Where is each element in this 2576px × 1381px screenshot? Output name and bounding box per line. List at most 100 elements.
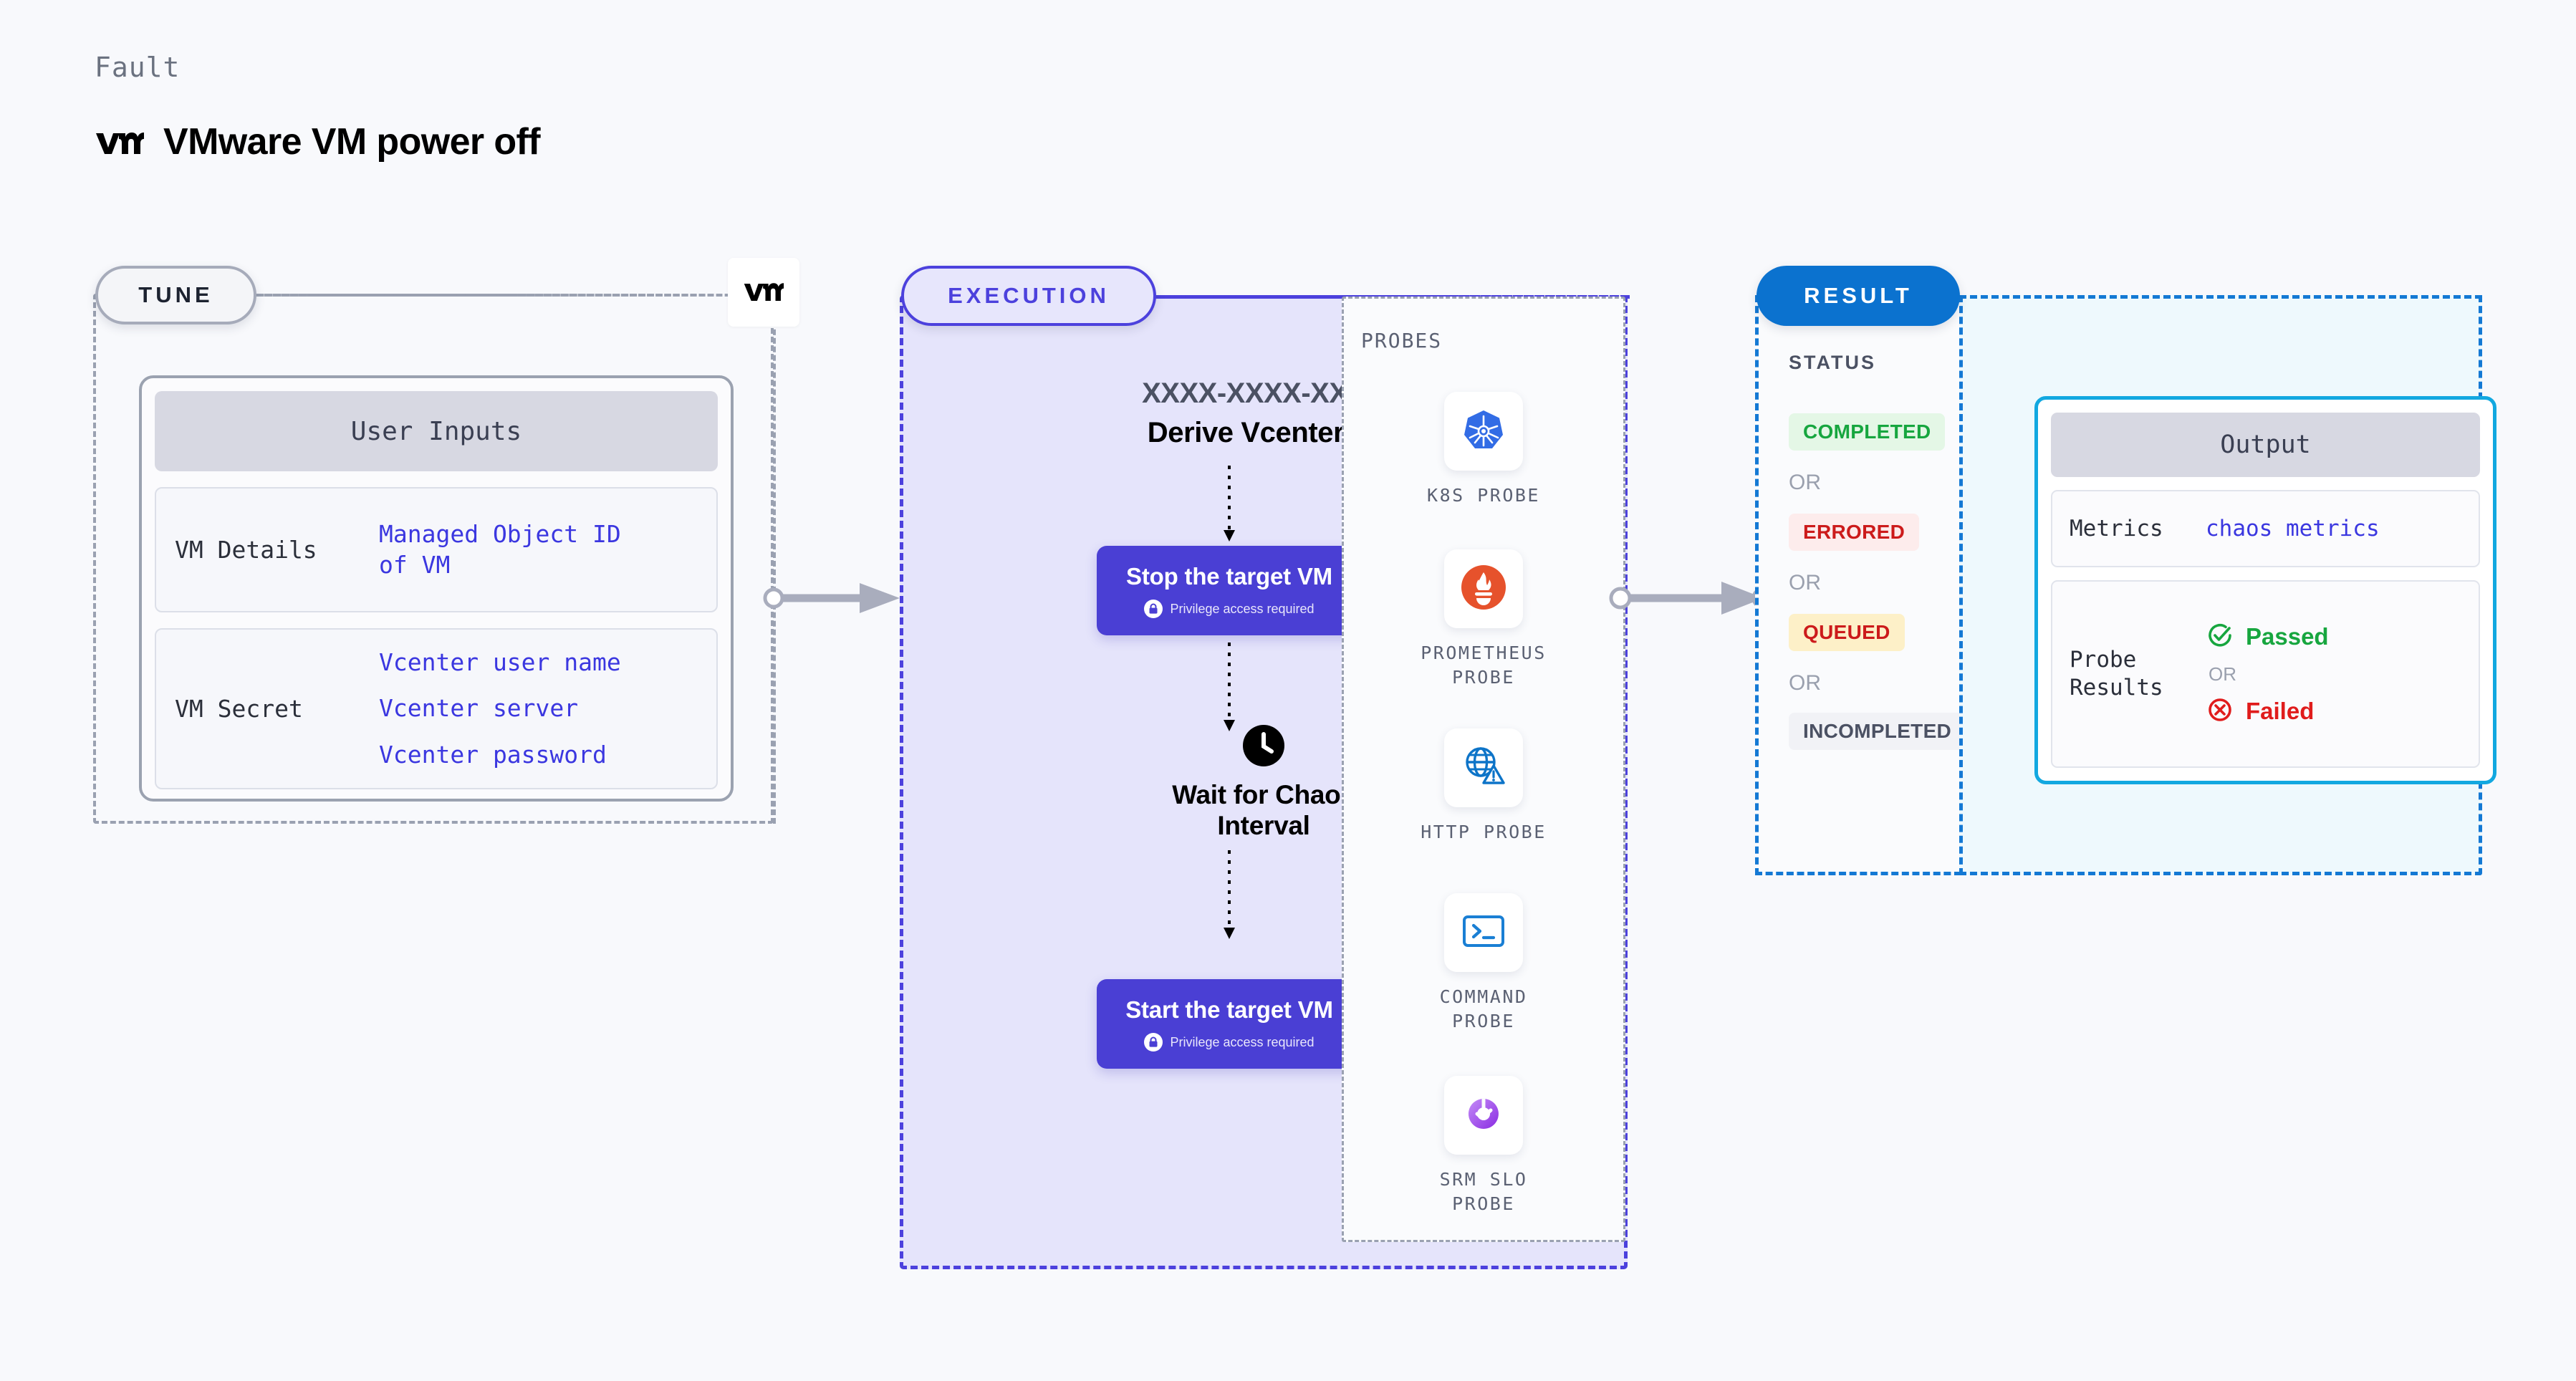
probe-result-passed-label: Passed xyxy=(2246,623,2329,650)
probes-heading: PROBES xyxy=(1361,329,1443,352)
output-row-metrics: Metrics chaos metrics xyxy=(2051,490,2480,567)
output-title: Output xyxy=(2051,413,2480,477)
status-badge-incompleted: INCOMPLETED xyxy=(1789,713,1966,750)
tune-row-values: Vcenter user name Vcenter server Vcenter… xyxy=(379,648,621,770)
user-inputs-title: User Inputs xyxy=(155,391,718,471)
result-output-panel: Output Metrics chaos metrics Probe Resul… xyxy=(1959,295,2496,875)
probe-label: SRM SLO PROBE xyxy=(1440,1168,1528,1216)
probes-panel: PROBES xyxy=(1342,297,1625,1242)
prometheus-icon xyxy=(1461,564,1506,613)
tune-right-dash xyxy=(773,295,776,824)
status-badge-errored: ERRORED xyxy=(1789,514,1920,551)
connector-tune-to-execution xyxy=(763,583,900,613)
step-subtitle: Privilege access required xyxy=(1144,1033,1315,1052)
wait-label: Wait for Chaos Interval xyxy=(1172,780,1355,841)
tune-top-dash xyxy=(258,294,774,297)
probe-label-line2: PROBE xyxy=(1452,1010,1515,1031)
probe-result-passed: Passed xyxy=(2206,621,2329,653)
tune-panel: User Inputs VM Details Managed Object ID… xyxy=(93,294,774,824)
flow-arrow-1 xyxy=(1224,466,1235,542)
clock-icon xyxy=(1243,725,1284,770)
probe-result-options: Passed OR Failed xyxy=(2206,621,2329,728)
probe-label-line1: HTTP PROBE xyxy=(1421,822,1547,842)
output-metrics-key: Metrics xyxy=(2070,515,2163,542)
probe-result-failed-label: Failed xyxy=(2246,698,2315,724)
tune-row-vm-details: VM Details Managed Object ID of VM xyxy=(155,487,718,612)
output-metrics-value: chaos metrics xyxy=(2206,516,2380,542)
srm-slo-donut-icon xyxy=(1461,1092,1506,1140)
tune-value: Vcenter password xyxy=(379,740,607,769)
wait-for-chaos-node: Wait for Chaos Interval xyxy=(903,725,1624,841)
lock-icon xyxy=(1144,600,1163,618)
tune-value: Managed Object ID xyxy=(379,520,621,549)
probe-label: K8S PROBE xyxy=(1427,483,1540,508)
result-status-panel: STATUS COMPLETED OR ERRORED OR QUEUED OR… xyxy=(1755,295,1966,875)
output-probe-key-line2: Results xyxy=(2070,675,2163,701)
probe-tile xyxy=(1444,392,1523,471)
tune-badge[interactable]: TUNE xyxy=(95,266,256,324)
page-title: VMware VM power off xyxy=(163,121,541,163)
step-subtitle: Privilege access required xyxy=(1144,600,1315,618)
probe-http[interactable]: HTTP PROBE xyxy=(1344,728,1623,845)
terminal-icon xyxy=(1461,913,1506,953)
probe-label-line2: PROBE xyxy=(1452,1193,1515,1214)
derive-vcenter-block: XXXX-XXXX-XXXX Derive Vcenter ID xyxy=(903,377,1624,449)
kubernetes-icon xyxy=(1461,407,1506,456)
execution-badge[interactable]: EXECUTION xyxy=(901,266,1156,326)
probe-label-line1: SRM SLO xyxy=(1439,1169,1528,1190)
vmware-vm-logo-icon xyxy=(95,125,145,158)
status-or-1: OR xyxy=(1789,471,1821,494)
connector-execution-to-result xyxy=(1609,582,1774,615)
probe-result-failed: Failed xyxy=(2206,696,2329,728)
wait-label-line2: Interval xyxy=(1217,810,1310,840)
tune-row-key: VM Details xyxy=(175,536,317,564)
execution-step-stop-vm[interactable]: Stop the target VM Privilege access requ… xyxy=(1097,535,1373,635)
probe-label: COMMAND PROBE xyxy=(1440,985,1528,1034)
tune-value: of VM xyxy=(379,550,451,579)
check-circle-icon xyxy=(2206,621,2234,653)
probe-tile xyxy=(1444,549,1523,628)
output-row-probe-results: Probe Results Passed OR xyxy=(2051,580,2480,768)
result-badge[interactable]: RESULT xyxy=(1756,266,1960,326)
tune-row-vm-secret: VM Secret Vcenter user name Vcenter serv… xyxy=(155,628,718,789)
tune-value: Vcenter server xyxy=(379,694,579,723)
output-card: Output Metrics chaos metrics Probe Resul… xyxy=(2034,396,2496,784)
probe-label-line1: PROMETHEUS xyxy=(1421,643,1547,663)
step-title: Start the target VM xyxy=(1125,996,1333,1023)
probe-tile xyxy=(1444,728,1523,807)
probe-result-or: OR xyxy=(2209,663,2236,685)
user-inputs-card: User Inputs VM Details Managed Object ID… xyxy=(139,375,734,802)
vmware-vm-logo-icon xyxy=(743,277,784,308)
probe-command[interactable]: COMMAND PROBE xyxy=(1344,893,1623,1034)
lock-icon xyxy=(1144,1033,1163,1052)
probe-k8s[interactable]: K8S PROBE xyxy=(1344,392,1623,508)
flow-arrow-2 xyxy=(1224,643,1235,731)
derive-label: Derive Vcenter ID xyxy=(1147,417,1380,448)
http-globe-warning-icon xyxy=(1461,744,1506,792)
status-heading: STATUS xyxy=(1789,352,1876,373)
tune-row-key: VM Secret xyxy=(175,695,303,723)
tune-vm-logo-badge xyxy=(728,258,799,327)
tune-row-values: Managed Object ID of VM xyxy=(379,519,621,579)
probe-srm-slo[interactable]: SRM SLO PROBE xyxy=(1344,1076,1623,1216)
execution-step-start-vm[interactable]: Start the target VM Privilege access req… xyxy=(1097,968,1373,1069)
probe-tile xyxy=(1444,1076,1523,1155)
status-badge-completed: COMPLETED xyxy=(1789,413,1946,451)
probe-prometheus[interactable]: PROMETHEUS PROBE xyxy=(1344,549,1623,690)
status-or-2: OR xyxy=(1789,571,1821,595)
probe-label-line1: COMMAND xyxy=(1439,986,1528,1007)
probe-label-line1: K8S PROBE xyxy=(1427,485,1540,506)
x-circle-icon xyxy=(2206,696,2234,728)
step-title: Stop the target VM xyxy=(1126,563,1332,590)
output-probe-key: Probe Results xyxy=(2070,646,2206,702)
probe-label: HTTP PROBE xyxy=(1421,820,1547,845)
probe-label-line2: PROBE xyxy=(1452,666,1515,688)
probe-label: PROMETHEUS PROBE xyxy=(1421,641,1547,690)
result-output-top-dash xyxy=(1959,295,2482,299)
step-sub-text: Privilege access required xyxy=(1170,601,1315,616)
status-badge-queued: QUEUED xyxy=(1789,614,1905,651)
tune-value: Vcenter user name xyxy=(379,648,621,677)
status-or-3: OR xyxy=(1789,671,1821,695)
wait-label-line1: Wait for Chaos xyxy=(1172,780,1355,809)
